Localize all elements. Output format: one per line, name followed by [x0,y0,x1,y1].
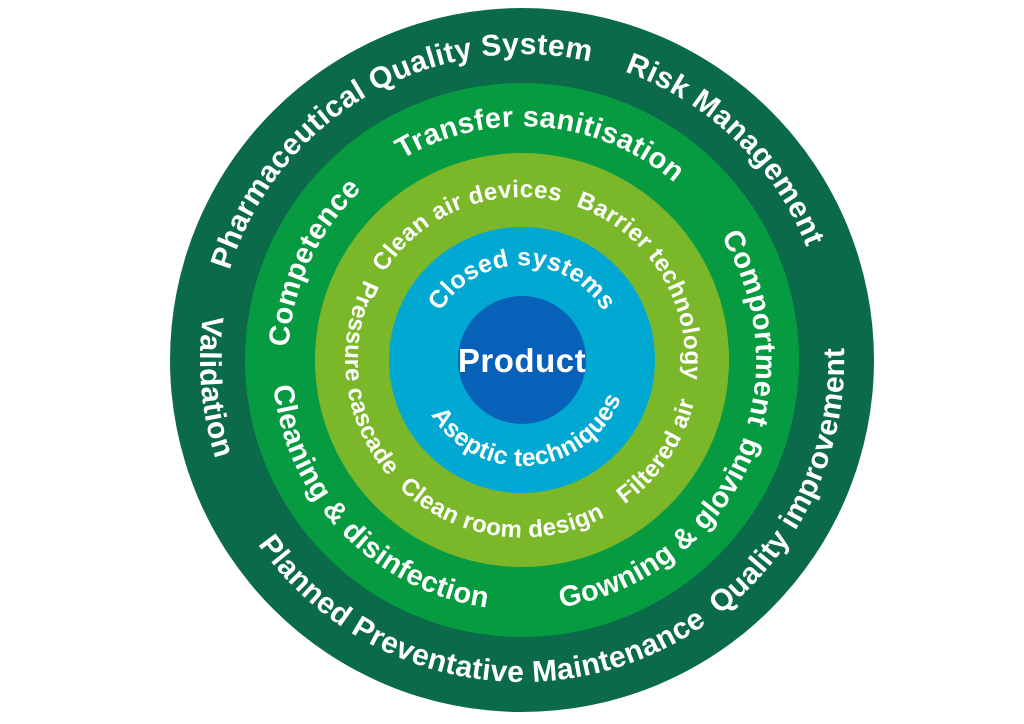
label-product: Product [458,342,586,379]
product-core-circle [458,296,586,424]
rings-group [170,8,874,712]
